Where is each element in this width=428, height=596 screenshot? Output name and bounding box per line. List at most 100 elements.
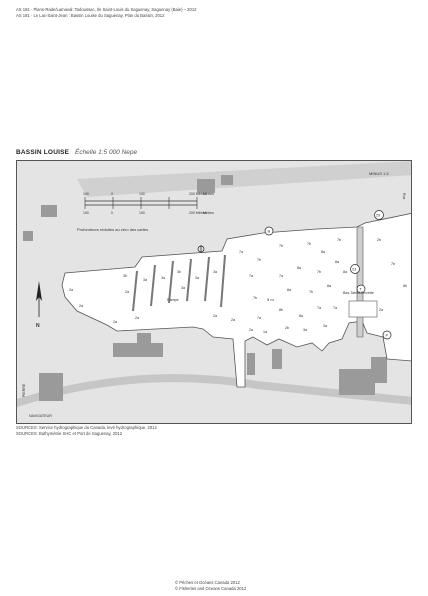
scale-tick-top: 0 <box>111 192 113 196</box>
footer-line-2: © Fisheries and Oceans Canada 2012 <box>175 586 247 591</box>
depth-sounding: 7b <box>279 244 283 248</box>
depth-labels: 2a 2a 3b 2a 3a 3a 3b 3a 3a 3a 2a 2a 7a 7b 7b 7b 8a 7b 7a 7a… <box>69 238 407 334</box>
depth-sounding: 8a <box>327 284 331 288</box>
scale-tick-bottom: 200 Mètres <box>189 211 207 215</box>
harbour-map: 2a 2a 3b 2a 3a 3a 3b 3a 3a 3a 2a 2a 7a 7b 7b 7b 8a 7b 7a 7a… <box>17 161 411 423</box>
pier <box>150 264 156 307</box>
header-line-1: AS 181 · Plans-Rade/Lamaval: Tadoussac, … <box>16 7 197 12</box>
map-title: BASSIN LOUISE Échelle 1:5 000 Nepe <box>16 149 137 156</box>
map-title-scale: Échelle 1:5 000 Nepe <box>74 149 138 156</box>
north-arrow: N <box>36 281 42 329</box>
east-dock <box>356 226 364 338</box>
depth-sounding: 2a <box>231 318 235 322</box>
depth-sounding: 2b <box>377 238 381 242</box>
badge-29: 29 <box>374 210 384 220</box>
scale-unit-top: Mètres <box>203 192 214 196</box>
scale-unit-bottom: Mètres <box>203 211 214 215</box>
depth-sounding: 3a <box>303 328 307 332</box>
depth-sounding: 7a <box>279 274 283 278</box>
depth-sounding: 1a <box>263 330 267 334</box>
depth-sounding: 7a <box>333 306 337 310</box>
depth-sounding: 7a <box>317 306 321 310</box>
building <box>247 353 255 375</box>
depth-sounding: 3a <box>161 276 165 280</box>
building <box>23 231 33 241</box>
depth-sounding: 3a <box>213 270 217 274</box>
svg-text:23: 23 <box>352 268 356 272</box>
building <box>137 333 151 345</box>
scale-tick-top: 200 Mètres <box>189 192 207 196</box>
scale-tick-top: 100 <box>83 192 89 196</box>
footer-line-1: © Pêches et Océans Canada 2012 <box>175 580 240 585</box>
depth-sounding: 7b <box>309 290 313 294</box>
depth-sounding: 2a <box>135 316 139 320</box>
depth-sounding: 3a <box>143 278 147 282</box>
depth-sounding: 7b <box>257 258 261 262</box>
scale-tick-bottom: 100 <box>83 211 89 215</box>
depth-sounding: 3b <box>177 270 181 274</box>
road-bottom <box>17 374 411 407</box>
top-right-label: MINUS 1.5 <box>369 171 389 176</box>
building <box>221 175 233 185</box>
depth-sounding: 3a <box>181 286 185 290</box>
depth-sounding: 3a <box>323 324 327 328</box>
source-line-2: SOURCES: Bathymétrie SHC et Port de Sagu… <box>16 431 123 436</box>
legend-note: Profondeurs réduites au zéro des cartes <box>77 227 148 232</box>
water-basin <box>61 213 411 388</box>
bottom-credit: NAVIGATEUR <box>29 414 52 418</box>
buoy-icon <box>197 245 205 253</box>
depth-sounding: 2a <box>249 328 253 332</box>
depth-sounding: 7b <box>253 296 257 300</box>
depth-sounding: 2a <box>213 314 217 318</box>
depth-sounding: 8b <box>403 284 407 288</box>
depth-sounding: 7b <box>307 242 311 246</box>
depth-sounding: 8a <box>335 260 339 264</box>
dock-building <box>348 300 378 318</box>
side-label: Rue <box>402 193 406 199</box>
road-top <box>77 161 411 197</box>
svg-text:29: 29 <box>376 214 380 218</box>
svg-text:T: T <box>360 287 363 292</box>
depth-sounding: 2a <box>79 304 83 308</box>
ramp-label: Rampe <box>167 298 179 302</box>
pier <box>168 260 174 304</box>
depth-sounding: 8a <box>343 270 347 274</box>
depth-sounding: 2a <box>69 288 73 292</box>
depth-sounding: 3a <box>195 276 199 280</box>
scale-tick-bottom: 100 <box>139 211 145 215</box>
building <box>272 349 282 369</box>
depth-sounding: 7b <box>337 238 341 242</box>
scale-tick-bottom: 0 <box>111 211 113 215</box>
depth-sounding: 8a <box>287 288 291 292</box>
depth-sounding: 2b <box>285 326 289 330</box>
depth-sounding: 7b <box>391 262 395 266</box>
pier <box>186 258 192 302</box>
depth-sounding: 3b <box>123 274 127 278</box>
depth-sounding: 8a <box>299 314 303 318</box>
badge-T: T <box>356 284 366 294</box>
badge-23: 23 <box>350 264 360 274</box>
depth-sounding: 7a <box>239 250 243 254</box>
pier <box>204 256 210 302</box>
building <box>197 179 215 193</box>
header-line-2: AS 181 · Le Lac-Saint-Jean : Bassin Loui… <box>16 13 165 18</box>
badge-B: B <box>264 226 274 236</box>
scale-bar: 100 0 100 200 Mètres Mètres 100 0 100 20… <box>83 192 214 215</box>
map-frame: 2a 2a 3b 2a 3a 3a 3b 3a 3a 3a 2a 2a 7a 7b 7b 7b 8a 7b 7a 7a… <box>16 160 412 424</box>
building <box>113 343 163 357</box>
depth-sounding: 2a <box>125 290 129 294</box>
scale-tick-top: 100 <box>139 192 145 196</box>
pier <box>220 254 226 308</box>
svg-text:P: P <box>386 333 389 338</box>
compass-label: N <box>36 323 40 329</box>
depth-sounding: 8a <box>321 250 325 254</box>
map-title-name: BASSIN LOUISE <box>16 149 70 156</box>
depth-sounding: 2a <box>379 308 383 312</box>
dock-label: Bas-Tabuil Pincette <box>343 291 374 295</box>
building <box>371 357 387 383</box>
source-line-1: SOURCES: Service hydrographique du Canad… <box>16 425 157 430</box>
basin-label: 5 m <box>267 297 274 302</box>
depth-sounding: 8b <box>279 308 283 312</box>
depth-sounding: 7a <box>257 316 261 320</box>
bottom-left-label: PIERRE <box>22 383 26 397</box>
